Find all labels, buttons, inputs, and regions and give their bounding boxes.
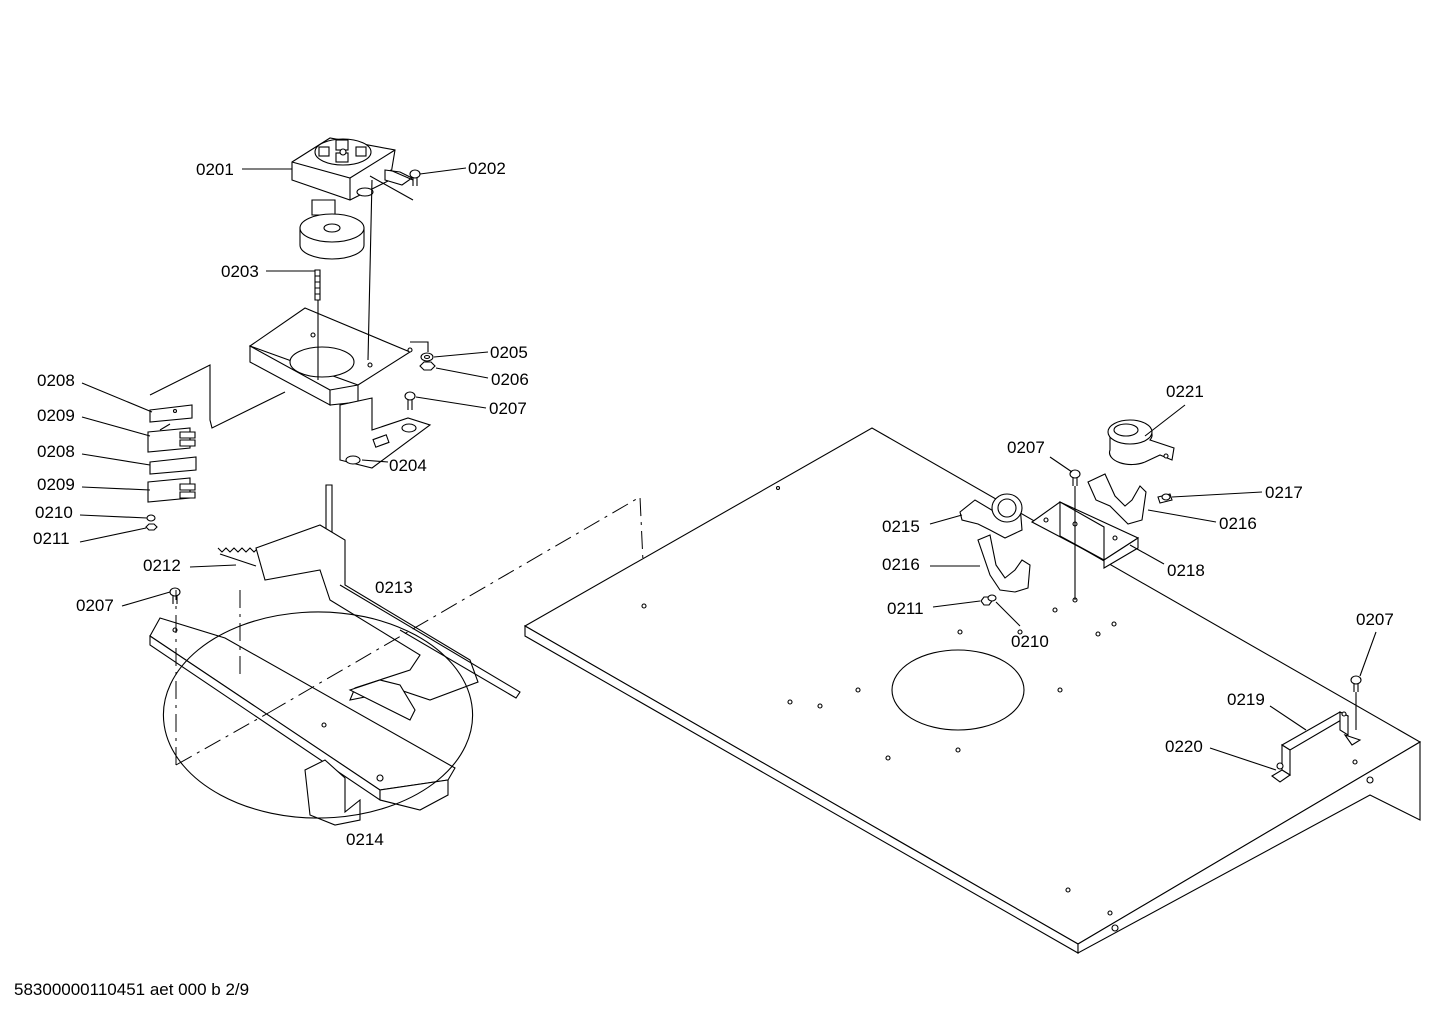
callout-0213: 0213 bbox=[375, 578, 413, 597]
callout-0207: 0207 bbox=[1007, 438, 1045, 457]
callout-0207: 0207 bbox=[489, 399, 527, 418]
callout-0203: 0203 bbox=[221, 262, 259, 281]
callout-0208: 0208 bbox=[37, 442, 75, 461]
callout-0210: 0210 bbox=[1011, 632, 1049, 651]
part-0208-switch-cover-lower bbox=[149, 456, 197, 475]
part-0207-screw-lower bbox=[169, 587, 181, 604]
part-0203-pin bbox=[314, 269, 321, 301]
part-cam-disc bbox=[299, 213, 365, 260]
part-0212-spring bbox=[217, 547, 259, 567]
assembly-line bbox=[149, 364, 286, 429]
callout-0217: 0217 bbox=[1265, 483, 1303, 502]
cavity-bottom-plate bbox=[523, 427, 1422, 954]
assembly-line bbox=[410, 341, 429, 352]
callout-0210: 0210 bbox=[35, 503, 73, 522]
assembly-line bbox=[369, 169, 414, 201]
callout-0211: 0211 bbox=[33, 529, 70, 548]
part-0207-screw-right bbox=[1069, 469, 1081, 486]
part-0201-motor bbox=[291, 137, 414, 216]
part-0207-screw bbox=[404, 391, 416, 410]
callout-0205: 0205 bbox=[490, 343, 528, 362]
document-reference: 58300000110451 aet 000 b 2/9 bbox=[14, 980, 250, 999]
callout-0201: 0201 bbox=[196, 160, 234, 179]
part-0214-base-plate bbox=[149, 611, 474, 826]
callout-0220: 0220 bbox=[1165, 737, 1203, 756]
callout-0208: 0208 bbox=[37, 371, 75, 390]
callout-0206: 0206 bbox=[491, 370, 529, 389]
part-0210-washer bbox=[146, 514, 156, 522]
part-0219-rail bbox=[1271, 711, 1362, 783]
part-0216-clip-lower bbox=[977, 534, 1031, 593]
part-0211-nut bbox=[145, 523, 158, 531]
callout-0216: 0216 bbox=[882, 555, 920, 574]
callout-0202: 0202 bbox=[468, 159, 506, 178]
part-0217-screw bbox=[1157, 493, 1173, 504]
callout-0209: 0209 bbox=[37, 475, 75, 494]
part-0213-lever bbox=[255, 484, 521, 721]
callout-leaders bbox=[79, 167, 1377, 771]
callout-0207: 0207 bbox=[1356, 610, 1394, 629]
part-0206-nut bbox=[419, 361, 436, 371]
part-0205-washer bbox=[420, 352, 434, 362]
callout-0209: 0209 bbox=[37, 406, 75, 425]
assembly-line bbox=[317, 179, 373, 380]
part-0216-clip-upper bbox=[1087, 473, 1147, 525]
part-0209-microswitch-lower bbox=[147, 477, 196, 503]
part-0210-washer-right bbox=[987, 594, 997, 602]
callout-0214: 0214 bbox=[346, 830, 384, 849]
callout-0212: 0212 bbox=[143, 556, 181, 575]
callout-0207: 0207 bbox=[76, 596, 114, 615]
part-0204-bracket bbox=[248, 307, 432, 469]
part-0209-microswitch-upper bbox=[147, 423, 196, 453]
part-0215-thermostat bbox=[959, 493, 1023, 539]
callout-0219: 0219 bbox=[1227, 690, 1265, 709]
part-0208-switch-cover-upper bbox=[149, 404, 193, 423]
callout-0218: 0218 bbox=[1167, 561, 1205, 580]
part-0207-screw-far-right bbox=[1350, 675, 1362, 692]
part-0221-thermostat bbox=[1107, 419, 1175, 466]
callout-0204: 0204 bbox=[389, 456, 427, 475]
part-0218-bracket bbox=[1030, 501, 1140, 569]
callout-0215: 0215 bbox=[882, 517, 920, 536]
callout-0216: 0216 bbox=[1219, 514, 1257, 533]
assembly-line bbox=[1074, 486, 1357, 730]
callout-0221: 0221 bbox=[1166, 382, 1204, 401]
callout-0211: 0211 bbox=[887, 599, 924, 618]
